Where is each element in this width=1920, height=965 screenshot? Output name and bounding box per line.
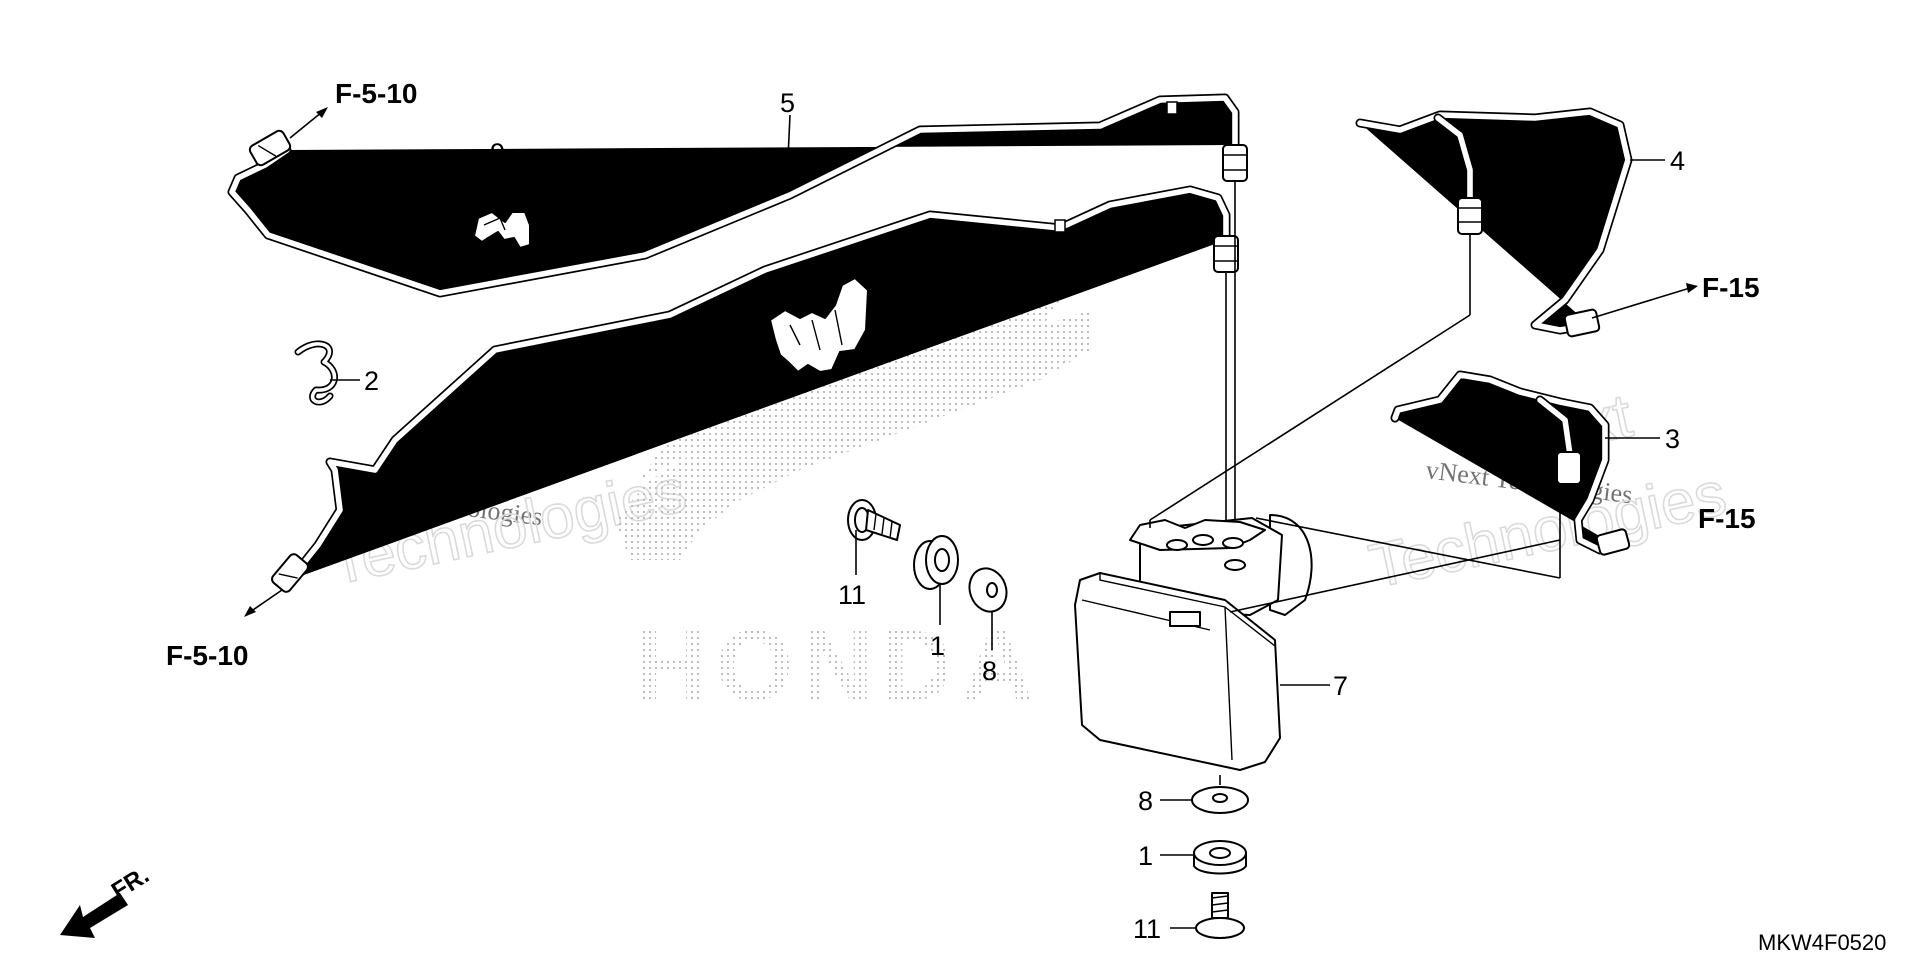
- brake-pipe-4: [1360, 112, 1628, 338]
- grommet-1-lower: [1193, 840, 1247, 875]
- callout-3: 3: [1665, 424, 1680, 454]
- ref-label-right-lower: F-15: [1698, 503, 1756, 534]
- callout-11-upper: 11: [838, 580, 866, 610]
- grommet-1-upper: [913, 535, 959, 590]
- callout-leaders: [330, 114, 1665, 929]
- collar-8-upper: [968, 567, 1008, 613]
- spring-clip-2: [294, 340, 338, 406]
- callout-11-lower: 11: [1133, 914, 1161, 944]
- brand-watermark-text: HONDA: [635, 610, 1042, 722]
- ref-label-right-upper: F-15: [1702, 272, 1760, 303]
- callout-6: 6: [582, 434, 597, 464]
- clamp-9: [473, 211, 531, 249]
- callout-4: 4: [1670, 146, 1685, 176]
- callout-5: 5: [780, 88, 795, 118]
- brake-pipe-5: [232, 98, 1248, 293]
- brake-pipe-6: [271, 190, 1239, 593]
- callout-10: 10: [908, 316, 938, 346]
- clip-10: [769, 277, 869, 373]
- callout-9: 9: [490, 138, 505, 168]
- callout-7: 7: [1333, 671, 1348, 701]
- front-arrow-icon: FR.: [60, 862, 154, 938]
- bolt-11-lower: [1195, 892, 1245, 939]
- callout-1-lower: 1: [1138, 841, 1153, 871]
- callout-2: 2: [364, 366, 379, 396]
- callout-8-lower: 8: [1138, 786, 1153, 816]
- honda-wing-watermark: HONDA: [615, 300, 1090, 722]
- bolt-11-upper: [847, 499, 901, 541]
- ref-label-top-left: F-5-10: [335, 78, 417, 109]
- ref-arrows: [244, 107, 1698, 617]
- callout-1-upper: 1: [930, 631, 945, 661]
- collar-8-lower: [1191, 786, 1249, 814]
- ref-label-bottom-left: F-5-10: [166, 640, 248, 671]
- leader-lines: [1149, 182, 1561, 785]
- diagram-code: MKW4F0520: [1758, 930, 1886, 955]
- callout-8-upper: 8: [982, 656, 997, 686]
- abs-modulator-7: [1074, 514, 1313, 771]
